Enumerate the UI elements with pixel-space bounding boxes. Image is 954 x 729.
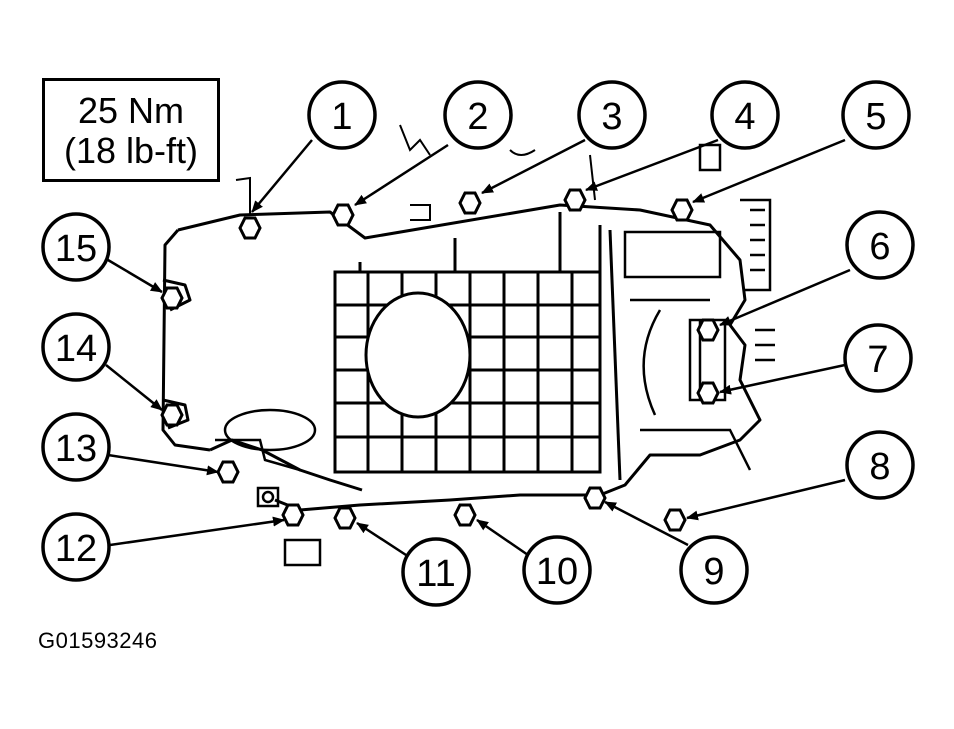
leader-11	[356, 521, 407, 557]
leader-1	[251, 139, 313, 213]
leader-7	[719, 363, 846, 395]
svg-text:10: 10	[536, 551, 578, 593]
callout-14: 14	[41, 312, 111, 382]
svg-text:3: 3	[601, 96, 622, 138]
callout-12: 12	[41, 512, 111, 582]
leader-12	[109, 516, 285, 547]
bolt-1	[238, 216, 262, 240]
callout-9: 9	[679, 535, 749, 605]
callout-5: 5	[841, 80, 911, 150]
svg-text:2: 2	[467, 96, 488, 138]
callout-10: 10	[522, 535, 592, 605]
right-side-details	[623, 143, 775, 471]
leader-9	[604, 500, 689, 547]
bolt-15	[160, 286, 184, 310]
lower-left-details	[215, 408, 322, 567]
svg-text:7: 7	[867, 339, 888, 381]
bolt-8	[663, 508, 687, 532]
callouts: 1 2 3 4 5 6 7 8 9 10 11 12 13 14 15	[41, 80, 915, 607]
bolt-10	[453, 503, 477, 527]
svg-text:8: 8	[869, 446, 890, 488]
leader-6	[719, 268, 851, 327]
svg-text:11: 11	[416, 553, 455, 595]
figure-id-label: G01593246	[38, 628, 158, 653]
callout-15: 15	[41, 212, 111, 282]
svg-text:14: 14	[55, 328, 97, 370]
leader-14	[105, 364, 163, 411]
bolt-6	[696, 318, 720, 342]
bolt-11	[333, 506, 357, 530]
bolt-9	[583, 486, 607, 510]
callout-1: 1	[307, 80, 377, 150]
callout-6: 6	[845, 210, 915, 280]
bolt-5	[670, 198, 694, 222]
leader-2	[354, 143, 449, 207]
callout-7: 7	[843, 323, 913, 393]
callout-4: 4	[710, 80, 780, 150]
pump-opening	[364, 291, 472, 419]
svg-text:6: 6	[869, 226, 890, 268]
svg-text:12: 12	[55, 528, 97, 570]
svg-text:9: 9	[703, 551, 724, 593]
bolt-12	[281, 503, 305, 527]
leader-4	[585, 138, 719, 192]
bolt-7	[696, 381, 720, 405]
bolts	[160, 188, 720, 532]
leader-13	[107, 453, 219, 476]
torque-spec-box: 25 Nm (18 lb-ft)	[42, 78, 220, 182]
callout-2: 2	[443, 80, 513, 150]
svg-text:1: 1	[331, 96, 352, 138]
callout-11: 11	[401, 537, 471, 607]
svg-text:5: 5	[865, 96, 886, 138]
svg-text:13: 13	[55, 428, 97, 470]
leader-3	[481, 138, 586, 195]
bolt-3	[458, 191, 482, 215]
svg-text:15: 15	[55, 228, 97, 270]
bolt-14	[160, 403, 184, 427]
leader-10	[476, 518, 529, 557]
bolt-13	[216, 460, 240, 484]
housing-outline	[161, 203, 762, 512]
torque-nm-label: 25 Nm	[77, 90, 185, 131]
svg-text:4: 4	[734, 96, 755, 138]
leader-5	[692, 138, 846, 204]
leader-15	[107, 258, 163, 294]
leader-8	[686, 478, 846, 521]
callout-13: 13	[41, 412, 111, 482]
leader-lines	[105, 138, 851, 557]
bolt-2	[331, 203, 355, 227]
torque-lbft-label: (18 lb-ft)	[63, 130, 199, 171]
callout-3: 3	[577, 80, 647, 150]
top-details	[235, 124, 596, 221]
bolt-4	[563, 188, 587, 212]
callout-8: 8	[845, 430, 915, 500]
